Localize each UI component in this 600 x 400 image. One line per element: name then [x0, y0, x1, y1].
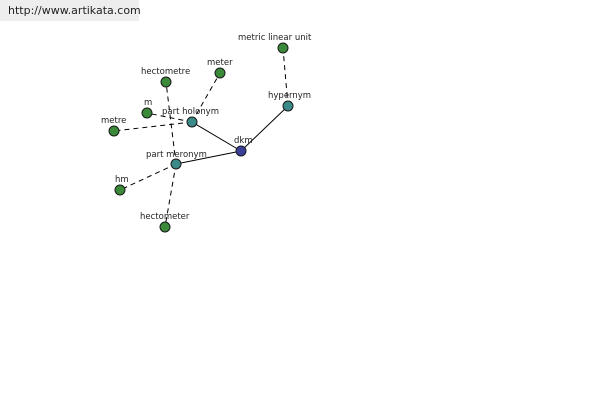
edge-hypernym-metric-linear-unit	[282, 47, 289, 107]
label-part-holonym: part holonym	[162, 107, 219, 117]
label-m: m	[144, 98, 152, 108]
url-text[interactable]: http://www.artikata.com	[8, 4, 141, 17]
label-metric-linear-unit: metric linear unit	[238, 33, 312, 43]
edge-dkm-part-holonym	[191, 121, 242, 152]
edge-part-meronym-hm	[119, 163, 177, 191]
edge-dkm-part-meronym	[175, 150, 242, 165]
label-dkm: dkm	[234, 136, 253, 146]
edge-part-holonym-metre	[113, 121, 193, 132]
edge-dkm-hypernym	[240, 105, 289, 152]
label-part-meronym: part meronym	[146, 150, 207, 160]
node-metric-linear-unit[interactable]	[277, 42, 289, 54]
edge-part-holonym-meter	[191, 72, 221, 123]
node-meter[interactable]	[214, 67, 226, 79]
label-metre: metre	[101, 116, 126, 126]
node-metre[interactable]	[108, 125, 120, 137]
node-hectometre[interactable]	[160, 76, 172, 88]
url-banner: http://www.artikata.com	[0, 0, 141, 21]
label-hm: hm	[115, 175, 129, 185]
node-dkm[interactable]	[235, 145, 247, 157]
label-hectometre: hectometre	[141, 67, 190, 77]
node-hectometer[interactable]	[159, 221, 171, 233]
label-hypernym: hypernym	[268, 91, 311, 101]
edge-part-meronym-hectometre	[165, 81, 177, 165]
edge-part-meronym-hectometer	[164, 163, 177, 228]
node-hm[interactable]	[114, 184, 126, 196]
node-part-meronym[interactable]	[170, 158, 182, 170]
label-meter: meter	[207, 58, 233, 68]
node-m[interactable]	[141, 107, 153, 119]
node-hypernym[interactable]	[282, 100, 294, 112]
label-hectometer: hectometer	[140, 212, 190, 222]
node-part-holonym[interactable]	[186, 116, 198, 128]
edge-part-holonym-m	[146, 112, 193, 123]
